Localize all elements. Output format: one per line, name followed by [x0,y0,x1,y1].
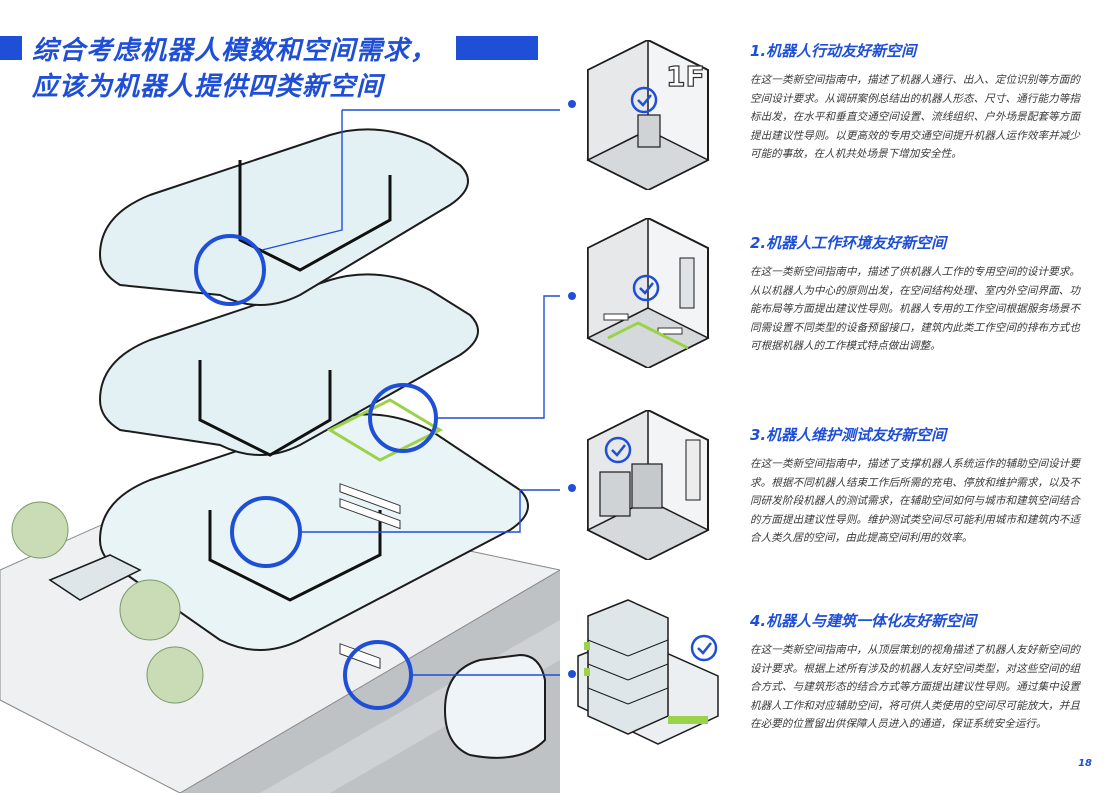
thumbnail-robot-maintenance-space [568,410,728,560]
thumbnail-robot-building-integration [568,596,728,746]
connector-dot [568,670,576,678]
connector-lines [261,109,560,676]
floor-slab-2 [98,273,479,456]
title-accent-bar-right [456,36,538,60]
trees [11,501,204,704]
section-2-body: 在这一类新空间指南中，描述了供机器人工作的专用空间的设计要求。从以机器人为中心的… [750,266,1080,352]
section-1-heading: 1.机器人行动友好新空间 [750,42,917,60]
section-4-body: 在这一类新空间指南中，从顶层策划的视角描述了机器人友好新空间的设计要求。根据上述… [750,644,1080,730]
floor-slab-3 [98,128,469,306]
isometric-building-illustration [0,109,560,793]
autonomous-vehicle [443,653,546,759]
connector-dot [568,484,576,492]
section-3: 3.机器人维护测试友好新空间 在这一类新空间指南中，描述了支撑机器人系统运作的辅… [750,424,1080,548]
check-circle-icon [604,436,632,464]
title-accent-bar-left [0,36,22,60]
section-4: 4.机器人与建筑一体化友好新空间 在这一类新空间指南中，从顶层策划的视角描述了机… [750,610,1080,734]
page-title-line-2: 应该为机器人提供四类新空间 [32,72,384,102]
check-circle-icon [630,86,658,114]
connector-dot [568,292,576,300]
connector-dot [568,100,576,108]
section-1-body: 在这一类新空间指南中，描述了机器人通行、出入、定位识别等方面的空间设计要求。从调… [750,74,1080,160]
section-3-body: 在这一类新空间指南中，描述了支撑机器人系统运作的辅助空间设计要求。根据不同机器人… [750,458,1080,544]
section-1: 1.机器人行动友好新空间 在这一类新空间指南中，描述了机器人通行、出入、定位识别… [750,40,1080,164]
section-4-heading: 4.机器人与建筑一体化友好新空间 [750,612,977,630]
page-number: 18 [1078,758,1092,769]
furniture-tables [339,483,401,669]
interior-walls [198,160,392,602]
section-2: 2.机器人工作环境友好新空间 在这一类新空间指南中，描述了供机器人工作的专用空间… [750,232,1080,356]
section-3-heading: 3.机器人维护测试友好新空间 [750,426,947,444]
check-circle-icon [632,274,660,302]
floor-sign: 1F [666,60,705,93]
section-2-heading: 2.机器人工作环境友好新空间 [750,234,947,252]
thumbnail-robot-mobility-space: 1F [568,40,728,190]
check-circle-icon [690,634,718,662]
kiosk [48,554,142,601]
thumbnail-robot-workspace [568,218,728,368]
page-title-line-1: 综合考虑机器人模数和空间需求， [32,36,438,66]
